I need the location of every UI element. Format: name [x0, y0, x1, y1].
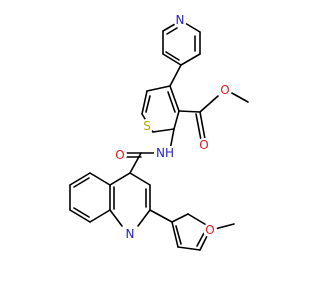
methyl-ester-group	[178, 91, 249, 141]
amide-nitrogen-label: NH	[156, 146, 174, 160]
thiophene-sulfur-atom: S	[140, 119, 154, 133]
amide-nitrogen-atom: NH	[154, 146, 176, 160]
ester-carbonyl-oxygen-atom: O	[197, 138, 211, 152]
thiophene-sulfur-label: S	[143, 119, 151, 133]
amide-oxygen-label: O	[115, 148, 124, 162]
pyridine-ring	[162, 19, 201, 66]
atom-labels: N S O O NH O N O	[113, 13, 232, 241]
quinoline-nitrogen-label: N	[126, 227, 135, 241]
pyridine-nitrogen-label: N	[176, 13, 185, 27]
molecule-structure: N S O O NH O N O	[69, 13, 249, 251]
methylfuran-ring	[149, 209, 235, 251]
quinoline-nitrogen-atom: N	[123, 227, 137, 241]
furan-oxygen-atom: O	[203, 223, 217, 237]
pyridine-nitrogen-atom: N	[173, 13, 187, 27]
ester-ether-oxygen-atom: O	[218, 83, 232, 97]
furan-oxygen-label: O	[205, 223, 214, 237]
amide-oxygen-atom: O	[113, 148, 127, 162]
ester-ether-oxygen-label: O	[220, 83, 229, 97]
ester-carbonyl-oxygen-label: O	[199, 138, 208, 152]
quinoline-ring	[69, 172, 151, 227]
